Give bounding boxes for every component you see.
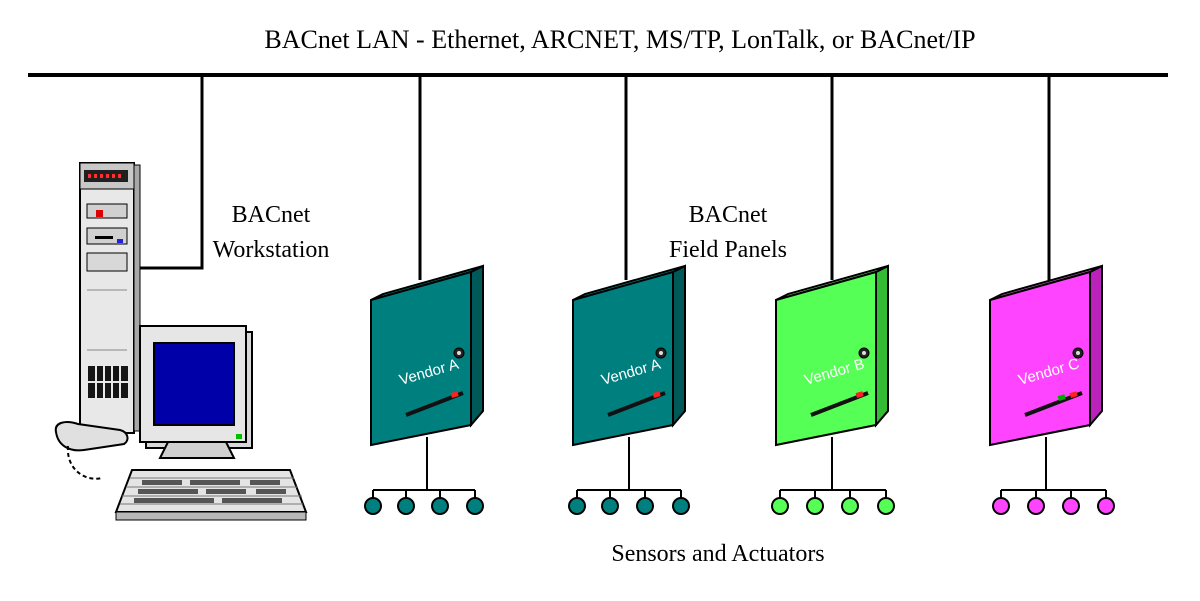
panel-knob-center <box>1076 351 1080 355</box>
sensor-node-icon <box>568 497 586 515</box>
field-panel-icon: Vendor A <box>364 75 484 515</box>
field-panel-icon: Vendor A <box>568 75 690 515</box>
workstation-label-line2: Workstation <box>213 237 330 263</box>
panel-side-face <box>470 264 484 428</box>
workstation-label-line1: BACnet <box>232 202 311 228</box>
sensor-node-icon <box>364 497 382 515</box>
lan-title: BACnet LAN - Ethernet, ARCNET, MS/TP, Lo… <box>264 25 975 54</box>
sensor-node-icon <box>1097 497 1115 515</box>
sensor-node-icon <box>771 497 789 515</box>
field-panel-icon: Vendor C <box>989 75 1115 515</box>
sensor-node-icon <box>397 497 415 515</box>
panel-front-face <box>572 270 674 447</box>
panel-side-face <box>875 264 889 428</box>
sensor-node-icon <box>636 497 654 515</box>
computer-workstation-icon <box>54 162 308 521</box>
field-panels-group: Vendor A Vendor A Vendor B Vendor C <box>364 75 1115 515</box>
panel-led-red <box>855 391 864 398</box>
panel-led-red <box>450 391 459 398</box>
panel-front-face <box>370 270 472 447</box>
sensor-node-icon <box>806 497 824 515</box>
panel-front-face <box>775 270 877 447</box>
panel-front-face <box>989 270 1091 447</box>
panel-knob-center <box>862 351 866 355</box>
sensor-node-icon <box>841 497 859 515</box>
panel-led-red <box>1069 391 1078 398</box>
sensor-node-icon <box>877 497 895 515</box>
panel-side-face <box>672 264 686 428</box>
panel-led-red <box>652 391 661 398</box>
sensor-node-icon <box>601 497 619 515</box>
sensor-node-icon <box>466 497 484 515</box>
sensor-node-icon <box>672 497 690 515</box>
sensor-node-icon <box>1062 497 1080 515</box>
sensors-label: Sensors and Actuators <box>611 541 824 567</box>
panels-label-line2: Field Panels <box>669 237 787 263</box>
panel-knob-center <box>457 351 461 355</box>
sensor-node-icon <box>431 497 449 515</box>
workstation-connection-line <box>132 75 204 270</box>
panel-knob-center <box>659 351 663 355</box>
panel-led-green <box>1057 394 1066 401</box>
panels-label-line1: BACnet <box>689 202 768 228</box>
sensor-node-icon <box>992 497 1010 515</box>
sensor-node-icon <box>1027 497 1045 515</box>
field-panel-icon: Vendor B <box>771 75 895 515</box>
panel-side-face <box>1089 264 1103 428</box>
